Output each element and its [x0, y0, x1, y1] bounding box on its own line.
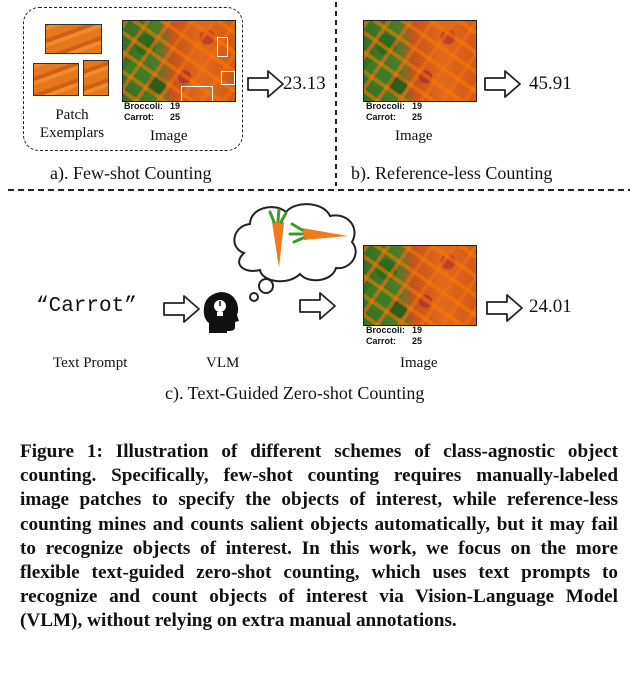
figure-caption: Figure 1: Illustration of different sche… — [20, 441, 618, 632]
panel-reference-less: Broccoli:19 Carrot:25 Image 45.91 b). Re… — [337, 0, 637, 190]
text-prompt-label: Text Prompt — [53, 355, 128, 371]
panel-text-guided: “Carrot” Text Prompt VLM Broccoli:19 Car… — [0, 192, 637, 437]
vlm-label: VLM — [206, 355, 240, 371]
panel-few-shot: Patch Exemplars Broccoli:19 Carrot:25 Im… — [0, 0, 336, 190]
arrow-right-icon — [299, 292, 336, 320]
thought-bubble-icon — [233, 203, 357, 302]
panel-subtitle: c). Text-Guided Zero-shot Counting — [165, 383, 425, 403]
arrow-right-icon — [163, 295, 200, 323]
text-prompt: “Carrot” — [36, 295, 137, 318]
arrow-right-icon — [484, 70, 521, 98]
patch-exemplars-label: Patch Exemplars — [39, 107, 105, 141]
arrow-right-icon — [486, 294, 523, 322]
carrot-icon — [268, 208, 288, 268]
arrow-right-icon — [247, 70, 284, 98]
count-result: 45.91 — [529, 73, 572, 94]
few-shot-dashed-frame — [23, 7, 243, 151]
ground-truth-counts: Broccoli:19 Carrot:25 — [124, 101, 181, 122]
count-result: 24.01 — [529, 296, 572, 317]
exemplar-box — [181, 86, 213, 101]
image-label: Image — [400, 355, 438, 371]
image-label: Image — [395, 128, 433, 144]
divider-lines — [8, 2, 630, 191]
vegetables-image — [122, 20, 236, 102]
carrot-icon — [288, 222, 348, 244]
patch-exemplar-2 — [33, 63, 79, 96]
head-lightbulb-icon — [203, 292, 239, 333]
patch-exemplar-1 — [45, 24, 102, 54]
exemplar-box — [217, 37, 228, 57]
patch-exemplar-3 — [83, 60, 109, 96]
vegetables-image — [363, 20, 477, 102]
ground-truth-counts: Broccoli:19 Carrot:25 — [366, 325, 423, 346]
panel-subtitle: a). Few-shot Counting — [50, 163, 212, 183]
panel-subtitle: b). Reference-less Counting — [351, 163, 553, 183]
ground-truth-counts: Broccoli:19 Carrot:25 — [366, 101, 423, 122]
count-result: 23.13 — [283, 73, 326, 94]
image-label: Image — [150, 128, 188, 144]
exemplar-box — [221, 71, 235, 85]
vegetables-image — [363, 245, 477, 326]
